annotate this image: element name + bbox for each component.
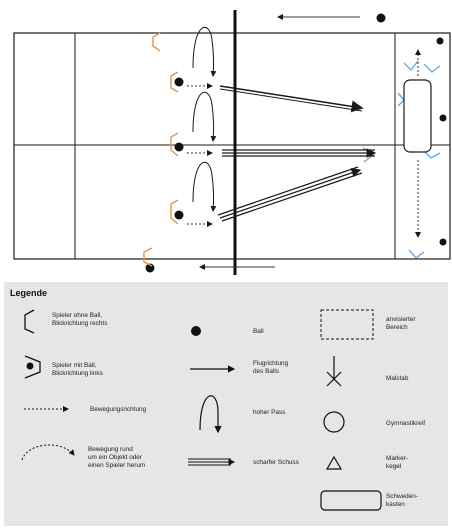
ball	[436, 37, 444, 45]
field-diagram	[13, 10, 451, 275]
ball	[174, 77, 184, 87]
high-pass-arrow	[192, 91, 217, 142]
player-without-ball	[170, 199, 179, 225]
field-svg	[13, 10, 451, 275]
player-without-ball	[170, 132, 179, 157]
legend-label-player-without-ball: Spieler ohne Ball, Blickrichtung rechts	[52, 312, 108, 327]
circle-icon	[323, 411, 345, 433]
high-pass-arrow	[192, 26, 217, 77]
legend-label-box: Schweden- kasten	[386, 493, 418, 508]
player-without-ball	[170, 71, 179, 93]
player-with-ball	[403, 60, 419, 72]
strong-shot-arrow	[219, 168, 362, 219]
player-without-ball	[143, 247, 153, 267]
player-with-ball	[408, 249, 425, 259]
player-with-ball-icon	[24, 355, 41, 379]
legend-label-cone: Marker- kegel	[386, 455, 409, 470]
flight-arrow	[219, 85, 364, 113]
legend-panel: Legende	[4, 282, 448, 526]
strong-shot-line	[221, 172, 363, 222]
player-with-ball	[397, 92, 405, 107]
legend-symbols	[21, 309, 382, 511]
legend-label-high-pass: hoher Pass	[253, 409, 286, 416]
legend-label-strong-shot: scharfer Schuss	[253, 459, 299, 466]
group-2	[174, 91, 377, 158]
ball	[439, 114, 447, 122]
field-boundary	[13, 32, 451, 260]
ball	[376, 13, 386, 23]
player-with-ball	[423, 63, 441, 73]
dashed-rectangle-icon	[320, 309, 374, 340]
ball	[174, 210, 184, 220]
legend-label-ball: Ball	[253, 328, 264, 335]
strong-shot-line	[217, 166, 359, 216]
group-3	[174, 161, 363, 227]
curved-dashed-arrow-icon	[21, 444, 75, 461]
legend-label-movement-around: Bewegung rund um ein Objekt oder einen S…	[88, 446, 146, 469]
high-pass-arrow	[192, 161, 217, 212]
legend-label-flight: Flugrichtung des Balls	[253, 360, 289, 375]
legend-title: Legende	[10, 288, 48, 298]
ball	[145, 263, 155, 273]
player-without-ball	[152, 32, 161, 52]
ball	[439, 238, 447, 246]
player-with-ball	[422, 149, 441, 159]
swedish-box	[403, 79, 432, 153]
triple-arrow-icon	[188, 458, 236, 466]
legend-label-hoop: Gymnastikreif	[386, 420, 426, 427]
rounded-rectangle-icon	[320, 490, 382, 511]
triangle-icon	[325, 455, 343, 470]
player-bracket-icon	[24, 309, 35, 334]
legend-label-pole: Malstab	[386, 375, 409, 382]
ball	[174, 142, 184, 152]
pole-icon	[326, 356, 342, 387]
legend-label-player-with-ball: Spieler mit Ball, Blickrichtung links	[52, 362, 103, 377]
high-pass-icon	[199, 395, 222, 434]
flight-arrow-line	[219, 88, 363, 112]
group-1	[174, 26, 364, 113]
ball-icon	[191, 326, 201, 336]
legend-label-movement: Bewegungsrichtung	[90, 406, 147, 413]
legend-label-target-area: anvisierter Bereich	[386, 316, 416, 331]
